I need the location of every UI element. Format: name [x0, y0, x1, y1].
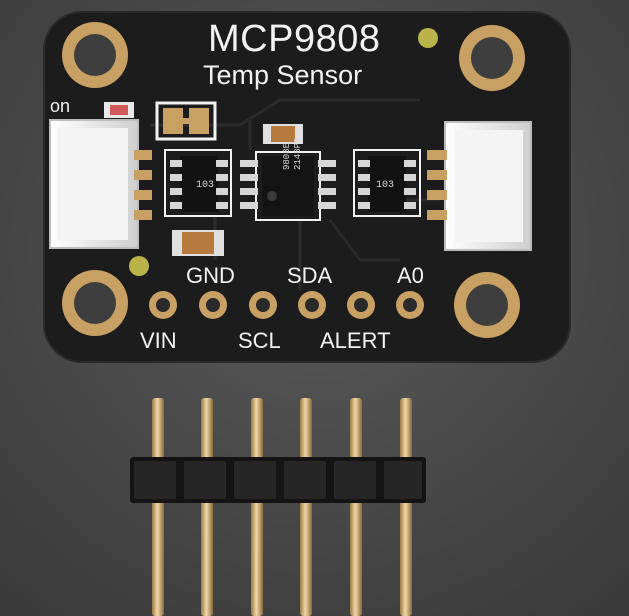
pin-label-vin: VIN: [140, 328, 177, 353]
chip-marking-line2: 2148P2: [293, 137, 303, 170]
power-led: [104, 102, 134, 118]
stemma-connector-right: [427, 121, 532, 251]
resistor-right-marking: 103: [376, 180, 395, 191]
pad-gnd: [199, 291, 227, 319]
pad-vin: [149, 291, 177, 319]
mounting-hole-top-left: [62, 22, 128, 88]
fiducial-top: [418, 28, 438, 48]
header-pins: [152, 398, 412, 616]
pad-sda: [298, 291, 326, 319]
mounting-hole-bottom-right: [454, 272, 520, 338]
pad-alert: [347, 291, 375, 319]
header-plastic-strip: [130, 457, 426, 503]
pin-label-gnd: GND: [186, 263, 235, 288]
pcb-board: [43, 11, 571, 363]
mounting-hole-top-right: [459, 25, 525, 91]
solder-jumper: [155, 101, 217, 141]
resistor-network-right: [353, 149, 421, 217]
mounting-hole-bottom-left: [62, 270, 128, 336]
chip-marking-line1: 9808E: [282, 142, 292, 170]
mcp9808-chip: [240, 151, 336, 221]
resistor-network-left: [164, 149, 232, 217]
board-subtitle: Temp Sensor: [203, 60, 363, 90]
stemma-connector-left: [49, 119, 152, 249]
pin-label-alert: ALERT: [320, 328, 391, 353]
power-led-label: on: [50, 96, 71, 116]
capacitor-top: [263, 124, 303, 144]
pin-label-sda: SDA: [287, 263, 333, 288]
capacitor-bottom: [172, 230, 224, 256]
fiducial-bottom: [129, 256, 149, 276]
pin-label-a0: A0: [397, 263, 424, 288]
pin-header: [130, 398, 426, 616]
resistor-left-marking: 103: [196, 180, 215, 191]
pad-a0: [396, 291, 424, 319]
pin-label-scl: SCL: [238, 328, 281, 353]
board-title: MCP9808: [208, 18, 381, 60]
pad-scl: [249, 291, 277, 319]
header-pads: [149, 291, 424, 319]
